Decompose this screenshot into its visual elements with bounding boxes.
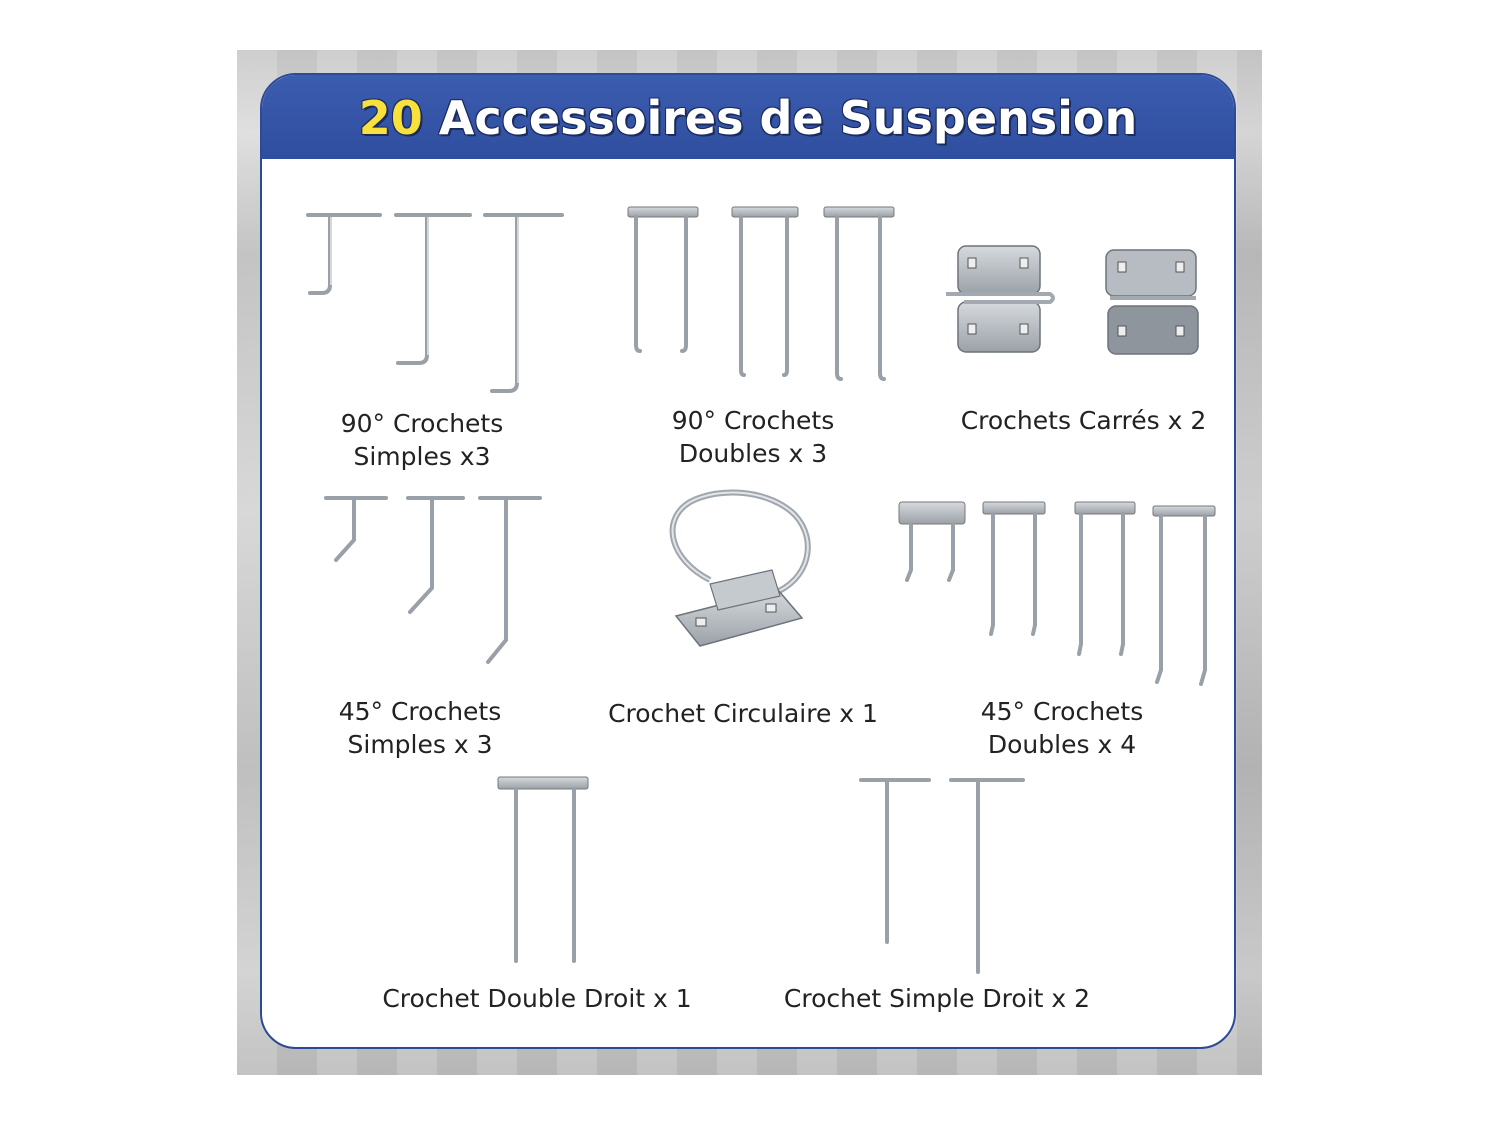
caption-circular: Crochet Circulaire x 1 bbox=[593, 697, 893, 730]
caption-line: Crochet Simple Droit x 2 bbox=[783, 984, 1091, 1013]
caption-line: 90° Crochets bbox=[340, 409, 504, 438]
caption-line: Doubles x 3 bbox=[678, 439, 828, 468]
caption-45-single: 45° Crochets Simples x 3 bbox=[300, 695, 540, 761]
caption-line: Simples x3 bbox=[353, 442, 491, 471]
caption-double-straight: Crochet Double Droit x 1 bbox=[362, 982, 712, 1015]
caption-line: Simples x 3 bbox=[347, 730, 493, 759]
caption-line: Doubles x 4 bbox=[987, 730, 1137, 759]
caption-line: Crochets Carrés x 2 bbox=[960, 406, 1207, 435]
caption-line: 45° Crochets bbox=[980, 697, 1144, 726]
hook-90-double-icon bbox=[627, 206, 895, 381]
banner-title: 20 Accessoires de Suspension bbox=[262, 89, 1234, 147]
caption-90-single: 90° Crochets Simples x3 bbox=[302, 407, 542, 473]
hook-square-icon bbox=[946, 245, 1199, 355]
caption-square: Crochets Carrés x 2 bbox=[946, 404, 1221, 437]
hook-45-single-icon bbox=[324, 496, 542, 664]
caption-90-double: 90° Crochets Doubles x 3 bbox=[633, 404, 873, 470]
hook-double-straight-icon bbox=[497, 776, 589, 963]
banner-title-text: Accessoires de Suspension bbox=[438, 91, 1138, 145]
caption-45-double: 45° Crochets Doubles x 4 bbox=[942, 695, 1182, 761]
caption-line: Crochet Double Droit x 1 bbox=[382, 984, 692, 1013]
product-card: 20 Accessoires de Suspension bbox=[260, 73, 1236, 1049]
hook-45-double-icon bbox=[898, 501, 1216, 686]
banner-count: 20 bbox=[358, 91, 423, 145]
title-banner: 20 Accessoires de Suspension bbox=[262, 75, 1234, 159]
caption-line: 45° Crochets bbox=[338, 697, 502, 726]
hook-single-straight-icon bbox=[859, 778, 1025, 974]
hook-circular-icon bbox=[669, 489, 811, 647]
hook-90-single-icon bbox=[306, 213, 564, 393]
caption-line: Crochet Circulaire x 1 bbox=[608, 699, 878, 728]
caption-line: 90° Crochets bbox=[671, 406, 835, 435]
caption-single-straight: Crochet Simple Droit x 2 bbox=[762, 982, 1112, 1015]
